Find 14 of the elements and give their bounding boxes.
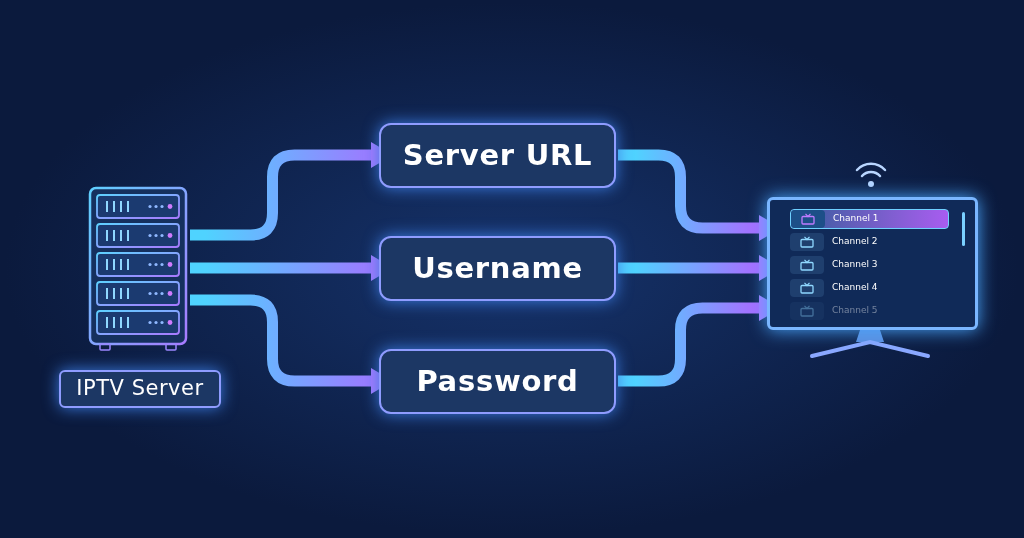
credential-box: [379, 123, 616, 188]
credential-label: Username: [412, 249, 583, 287]
credential-box: [379, 236, 616, 301]
credential-box: [379, 349, 616, 414]
label-box: [59, 370, 221, 408]
credential-label: Server URL: [402, 136, 593, 174]
channel-name: Channel 4: [832, 281, 878, 295]
channel-name: Channel 1: [833, 212, 879, 226]
channel-name: Channel 3: [832, 258, 878, 272]
channel-name: Channel 5: [832, 304, 878, 318]
credential-label: Password: [416, 362, 579, 400]
channel-name: Channel 2: [832, 235, 878, 249]
tv-screen: [767, 197, 978, 330]
server-label: IPTV Server: [76, 375, 204, 403]
